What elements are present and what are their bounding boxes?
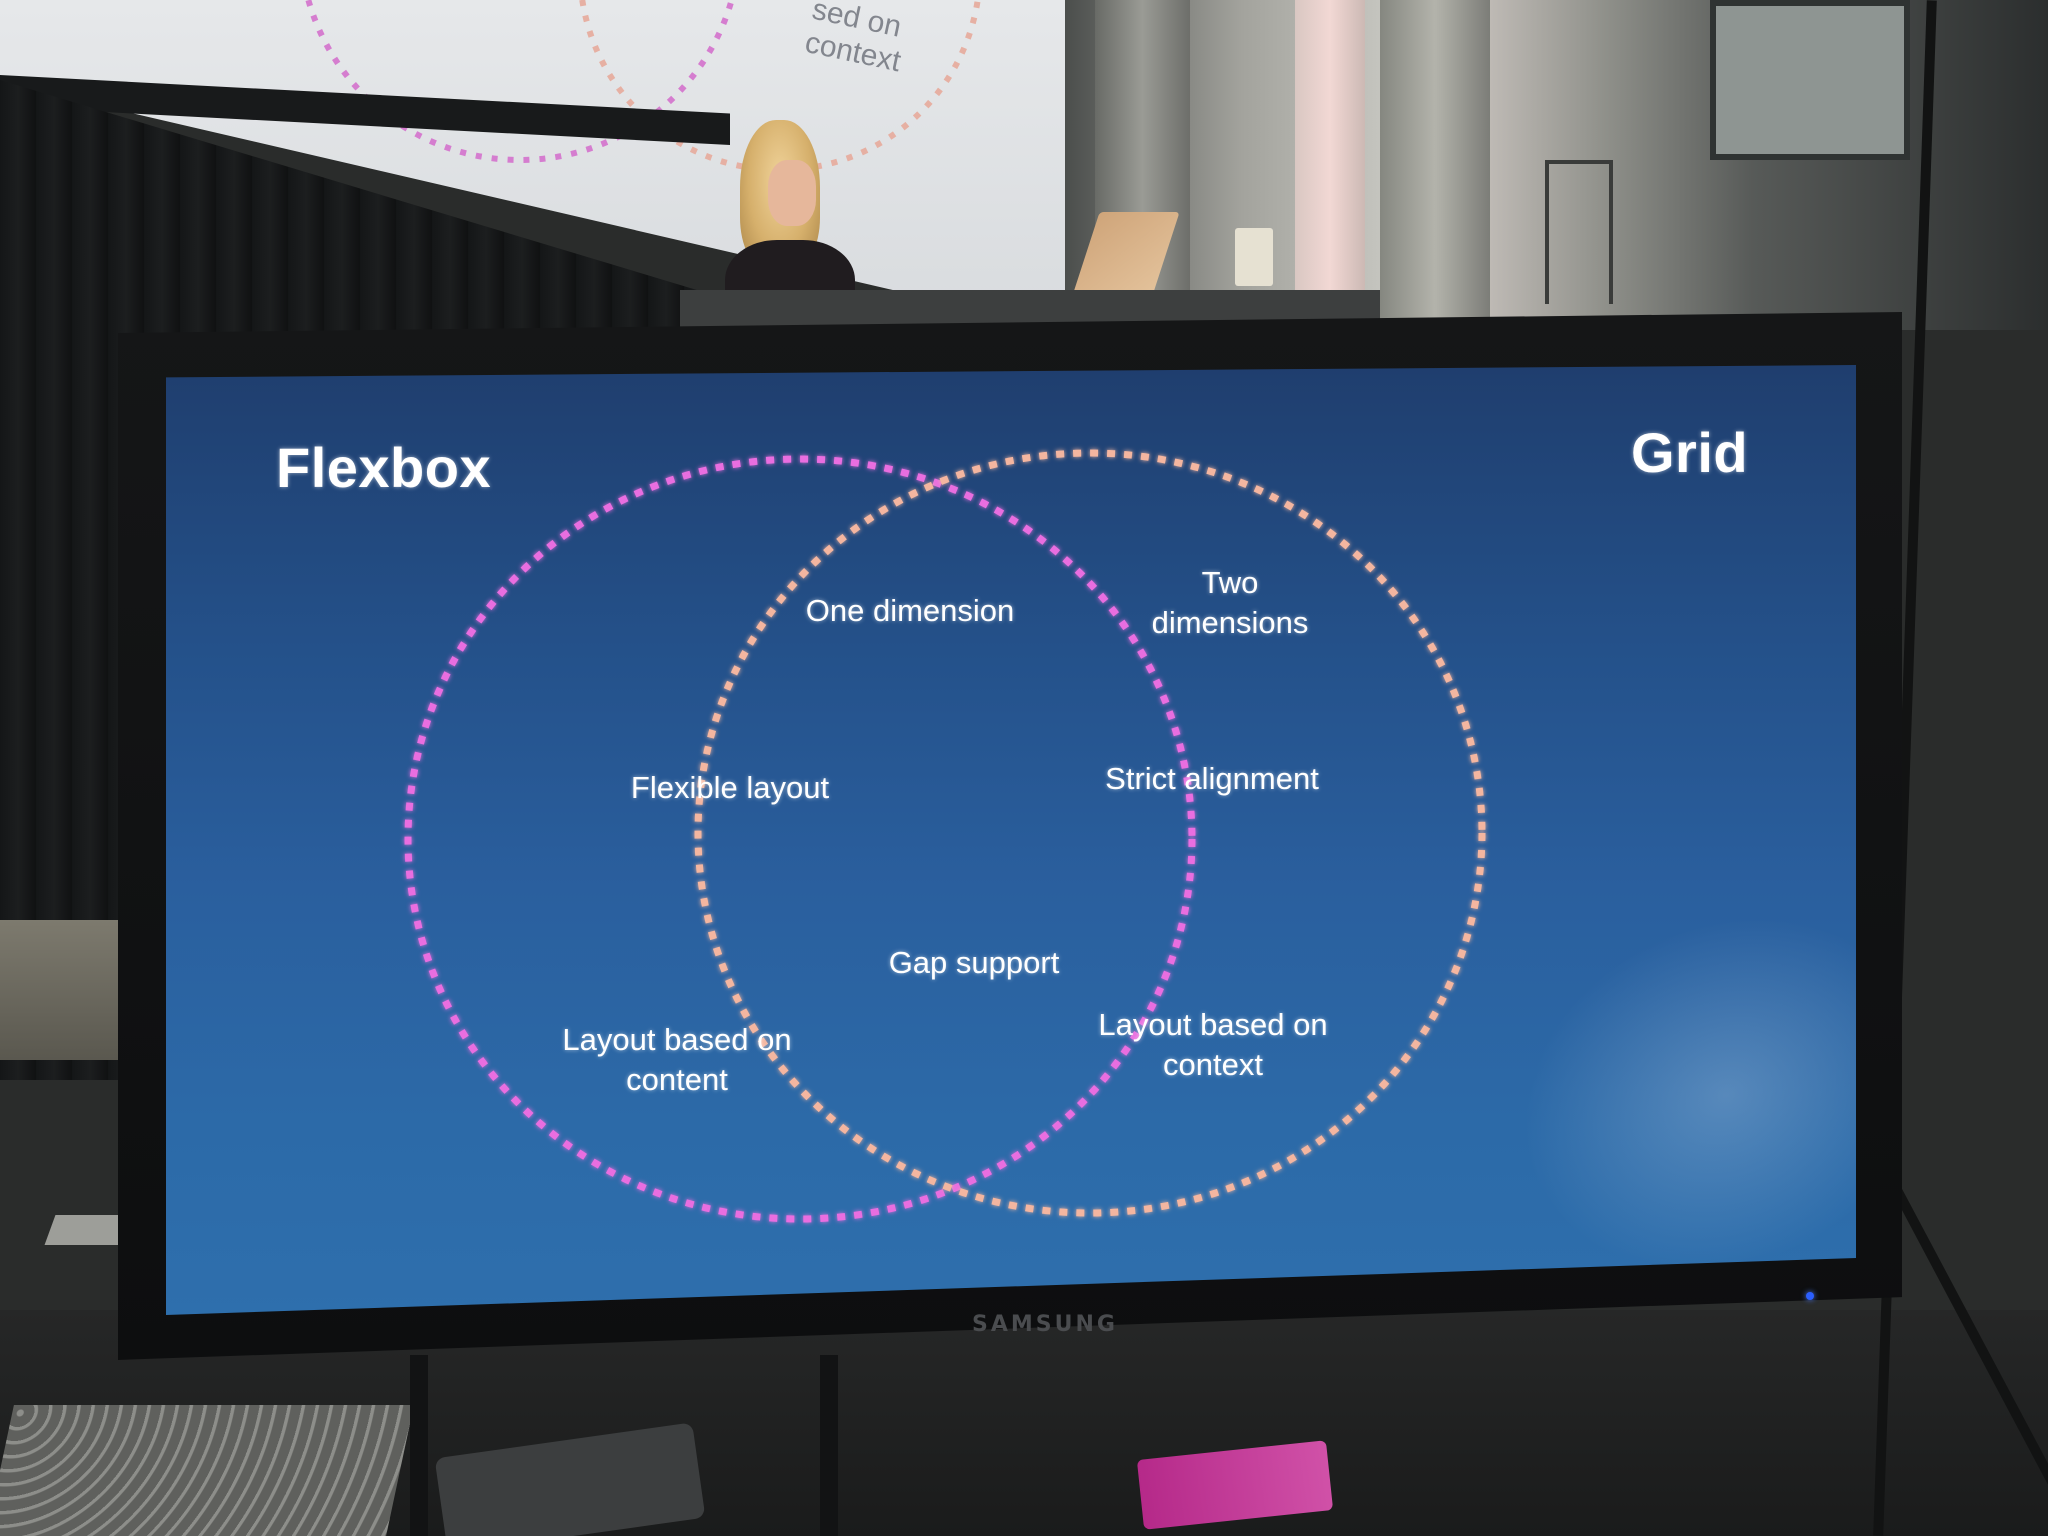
speaker-face	[768, 160, 816, 226]
cup	[1235, 228, 1273, 286]
overlap-item-gap-support: Gap support	[888, 945, 1060, 980]
handrail	[1545, 160, 1613, 304]
grid-circle	[694, 449, 1486, 1217]
power-led	[1806, 1292, 1814, 1300]
monitor-brand: SAMSUNG	[972, 1312, 1118, 1337]
monitor-stand	[820, 1355, 838, 1536]
grid-title: Grid	[1631, 421, 1749, 484]
overlap-item-one-dimension: One dimension	[805, 593, 1015, 628]
grid-item-two-dimensions: Two dimensions	[1151, 565, 1309, 640]
venn-diagram	[404, 449, 1486, 1223]
grid-item-strict-alignment: Strict alignment	[1105, 761, 1319, 796]
flexbox-item-flexible-layout: Flexible layout	[630, 770, 830, 805]
pillar	[1380, 0, 1490, 330]
flexbox-circle	[404, 455, 1196, 1223]
flexbox-item-layout-based-on-content: Layout based on content	[562, 1022, 792, 1097]
grid-item-layout-based-on-context: Layout based on context	[1098, 1007, 1328, 1082]
monitor-screen: Flexbox Grid One dimension Two dimension…	[166, 365, 1856, 1315]
pillar	[1295, 0, 1365, 330]
window	[1710, 0, 1910, 160]
flexbox-title: Flexbox	[276, 436, 492, 499]
monitor-stand	[410, 1355, 428, 1536]
equipment-crate	[0, 1405, 414, 1536]
